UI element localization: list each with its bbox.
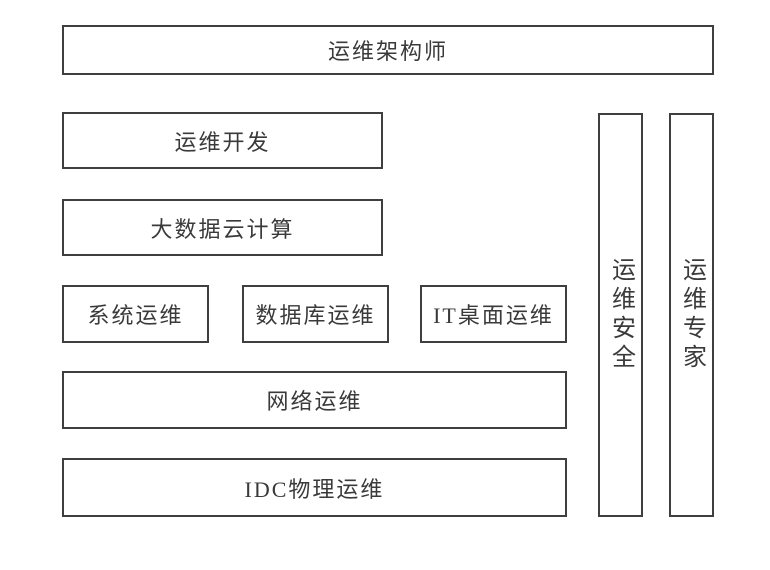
box-it-desktop-ops: IT桌面运维 [420, 285, 567, 343]
box-database-ops: 数据库运维 [242, 285, 389, 343]
box-system-ops: 系统运维 [62, 285, 209, 343]
box-ops-architect: 运维架构师 [62, 25, 714, 75]
box-ops-security: 运维安全 [598, 113, 643, 517]
box-ops-expert: 运维专家 [669, 113, 714, 517]
box-ops-development: 运维开发 [62, 112, 383, 169]
box-bigdata-cloud-computing: 大数据云计算 [62, 199, 383, 256]
box-idc-physical-ops: IDC物理运维 [62, 458, 567, 517]
box-network-ops: 网络运维 [62, 371, 567, 429]
